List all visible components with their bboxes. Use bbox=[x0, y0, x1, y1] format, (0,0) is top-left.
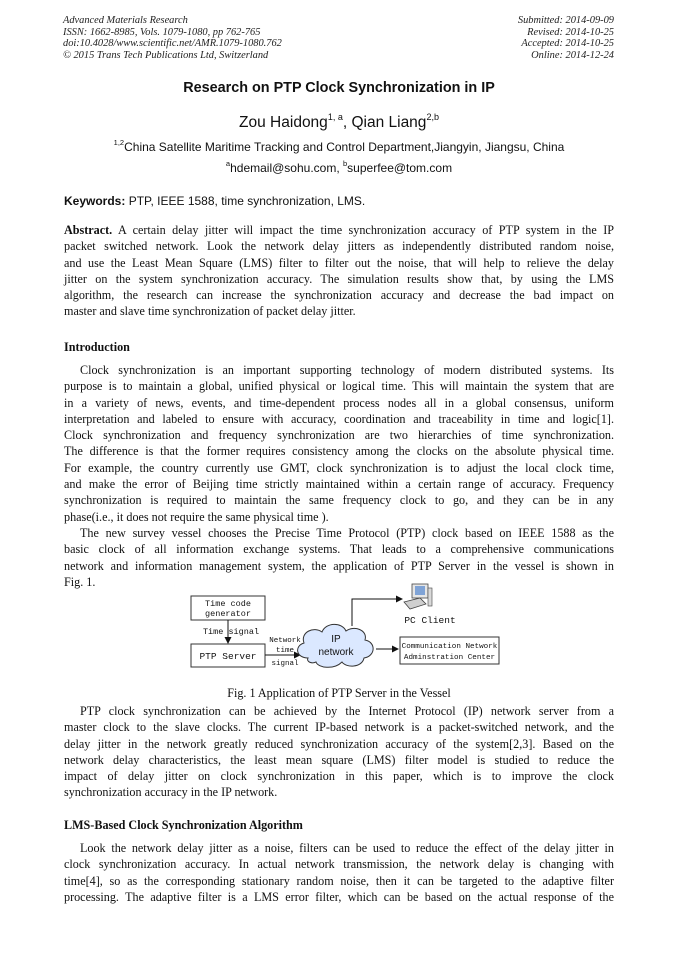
email-sup: a bbox=[225, 159, 231, 168]
paragraph-3: PTP clock synchronization can be achieve… bbox=[64, 703, 614, 801]
issn-line: ISSN: 1662-8985, Vols. 1079-1080, pp 762… bbox=[63, 26, 261, 38]
pc-client-arrow bbox=[351, 595, 403, 626]
ip-network-cloud: IP network bbox=[297, 623, 374, 668]
comm-center-box: Communication Network Adminstration Cent… bbox=[399, 636, 500, 665]
paragraph-line: network delay characteristics, the least… bbox=[64, 752, 614, 767]
abstract-line: master and slave time synchronization of… bbox=[64, 304, 356, 319]
paragraph-line: time[4], so as the corresponding station… bbox=[64, 873, 614, 888]
journal-header-left: Advanced Materials Research ISSN: 1662-8… bbox=[63, 15, 282, 61]
keywords-label: Keywords: bbox=[64, 194, 126, 208]
affiliation-sup: 1,2 bbox=[113, 138, 125, 147]
intro-paragraph-1: Clock synchronization is an important su… bbox=[64, 362, 614, 525]
journal-name: Advanced Materials Research bbox=[63, 15, 188, 26]
paragraph-line: Clock synchronization is an important su… bbox=[80, 363, 614, 377]
abstract-label: Abstract. bbox=[64, 223, 113, 237]
paragraph-line: synchronization is required to maintain … bbox=[64, 493, 614, 508]
lms-paragraph: Look the network delay jitter as a noise… bbox=[64, 840, 614, 905]
author-name: Zou Haidong bbox=[239, 114, 328, 131]
comm-center-label: Communication Network bbox=[402, 643, 498, 651]
copyright-line: © 2015 Trans Tech Publications Ltd, Swit… bbox=[63, 49, 269, 61]
abstract-line: packet switched network. Look the networ… bbox=[64, 239, 614, 254]
paragraph-line: PTP clock synchronization can be achieve… bbox=[80, 704, 614, 718]
paragraph-line: interpretation and labeled to ensure wit… bbox=[64, 411, 614, 426]
paragraph-line: Clock synchronization and frequency sync… bbox=[64, 428, 614, 443]
pc-client-icon bbox=[403, 583, 433, 610]
keywords-text: PTP, IEEE 1588, time synchronization, LM… bbox=[125, 194, 366, 208]
email-b: superfee@tom.com bbox=[347, 161, 453, 175]
paragraph-line: purpose is to maintain a global, unified… bbox=[64, 379, 614, 394]
ip-network-label: IP bbox=[331, 634, 341, 645]
author-separator: , bbox=[342, 114, 352, 131]
time-code-generator-label: generator bbox=[205, 609, 251, 619]
figure-1-diagram: Time code generator Time signal PTP Serv… bbox=[190, 583, 500, 668]
doi-line: doi:10.4028/www.scientific.net/AMR.1079-… bbox=[63, 38, 282, 50]
network-time-signal-label: time bbox=[276, 647, 294, 655]
abstract-line: Abstract. A certain delay jitter will im… bbox=[64, 223, 614, 237]
paragraph-line: processing. The adaptive filter is a LMS… bbox=[64, 889, 614, 904]
ptp-server-label: PTP Server bbox=[199, 651, 256, 662]
figure-1-caption: Fig. 1 Application of PTP Server in the … bbox=[227, 686, 451, 700]
paragraph-line: phase(i.e., it does not require the same… bbox=[64, 509, 329, 524]
email-sup: b bbox=[343, 159, 348, 168]
comm-center-label: Adminstration Center bbox=[404, 654, 495, 662]
network-time-signal-label: signal bbox=[271, 660, 299, 668]
paragraph-line: The new survey vessel chooses the Precis… bbox=[80, 526, 614, 540]
paragraph-line: and make the error of Beijing time stric… bbox=[64, 477, 614, 492]
author-name: Qian Liang bbox=[351, 114, 427, 131]
revised-date: Revised: 2014-10-25 bbox=[527, 26, 614, 38]
paragraph-line: impact of delay jitter on clock synchron… bbox=[64, 769, 614, 784]
online-date: Online: 2014-12-24 bbox=[531, 49, 614, 61]
network-time-signal-label: Network bbox=[269, 637, 301, 645]
paragraph-line: The difference is that the former requir… bbox=[64, 444, 614, 459]
paper-title: Research on PTP Clock Synchronization in… bbox=[183, 80, 495, 96]
affiliation: 1,2China Satellite Maritime Tracking and… bbox=[0, 138, 678, 154]
abstract-line: algorithm, the research can increase the… bbox=[64, 288, 614, 303]
section-heading-introduction: Introduction bbox=[64, 340, 130, 354]
paragraph-line: delay jitter in the network greatly redu… bbox=[64, 736, 614, 751]
keywords: Keywords: PTP, IEEE 1588, time synchroni… bbox=[64, 194, 614, 208]
paragraph-line: For example, the country currently use G… bbox=[64, 460, 614, 475]
paragraph-line: Look the network delay jitter as a noise… bbox=[80, 841, 614, 855]
paragraph-line: basic clock of all information exchange … bbox=[64, 542, 614, 557]
time-code-generator-box: Time code generator bbox=[190, 595, 266, 621]
paragraph-line: master clock to the slave clocks. The cu… bbox=[64, 720, 614, 735]
author-line: Zou Haidong1, a, Qian Liang2,b bbox=[0, 112, 678, 132]
email-a: hdemail@sohu.com, bbox=[230, 161, 343, 175]
journal-header-right: Submitted: 2014-09-09 Revised: 2014-10-2… bbox=[518, 15, 614, 61]
ip-network-label: network bbox=[318, 647, 354, 658]
abstract-line: and use the Least Mean Square (LMS) filt… bbox=[64, 255, 614, 270]
pc-client-label: PC Client bbox=[404, 615, 455, 626]
section-heading-lms: LMS-Based Clock Synchronization Algorith… bbox=[64, 818, 303, 832]
author-emails: ahdemail@sohu.com, bsuperfee@tom.com bbox=[0, 159, 678, 175]
affiliation-text: China Satellite Maritime Tracking and Co… bbox=[124, 140, 565, 154]
ptp-server-box: PTP Server bbox=[190, 643, 266, 668]
abstract-line: jitter on the system synchronization acc… bbox=[64, 271, 614, 286]
submitted-date: Submitted: 2014-09-09 bbox=[517, 15, 614, 26]
author-affil-sup: 2,b bbox=[426, 112, 439, 122]
time-signal-label: Time signal bbox=[203, 627, 259, 637]
intro-paragraph-2: The new survey vessel chooses the Precis… bbox=[64, 525, 614, 590]
paragraph-line: clock synchronization accuracy. In actua… bbox=[64, 857, 614, 872]
paragraph-line: in a variety of news, events, and time-d… bbox=[64, 395, 614, 410]
paragraph-line: synchronization accuracy in the IP netwo… bbox=[64, 785, 278, 800]
time-code-generator-label: Time code bbox=[205, 599, 251, 609]
abstract: Abstract. A certain delay jitter will im… bbox=[64, 222, 614, 320]
accepted-date: Accepted: 2014-10-25 bbox=[521, 38, 614, 50]
paragraph-line: Fig. 1. bbox=[64, 574, 96, 589]
paragraph-line: network and information management syste… bbox=[64, 558, 614, 573]
author-affil-sup: 1, a bbox=[327, 112, 343, 122]
